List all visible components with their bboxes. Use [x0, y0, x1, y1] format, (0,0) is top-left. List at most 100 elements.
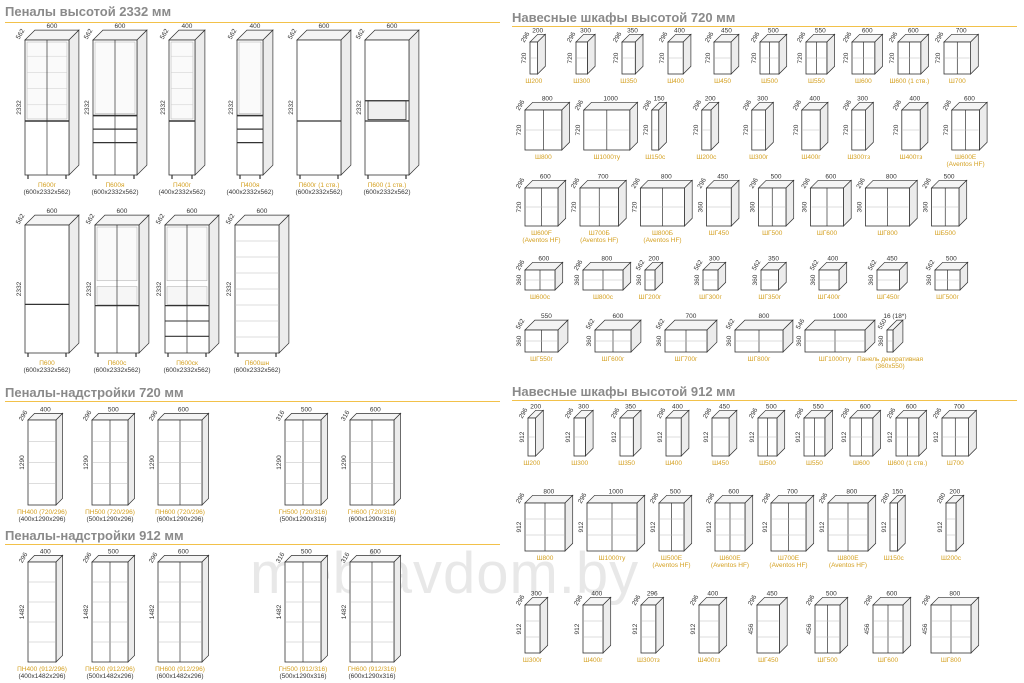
cabinet-side — [655, 596, 664, 654]
dim-width: 600 — [257, 208, 268, 215]
dim-depth: 316 — [275, 551, 287, 564]
item-code: Ш800 — [537, 555, 554, 562]
cabinet-top — [524, 494, 574, 504]
cabinet-side — [968, 409, 977, 457]
dim-height: 720 — [521, 52, 528, 63]
cabinet-side — [340, 29, 352, 176]
dim-height: 360 — [750, 201, 757, 212]
cabinet-front — [27, 561, 57, 663]
dim-depth: 562 — [15, 28, 27, 41]
cabinet-side — [278, 214, 290, 354]
item-code: ШГ350г — [758, 294, 781, 301]
dim-height: 360 — [636, 274, 643, 285]
item-code: Ш800с — [593, 294, 614, 301]
dim-depth: 562 — [809, 259, 821, 272]
dim-height: 720 — [843, 52, 850, 63]
dim-width: 800 — [846, 488, 857, 495]
dim-width: 500 — [771, 173, 782, 180]
dim-height: 720 — [632, 201, 639, 212]
dim-height: 1290 — [276, 455, 283, 470]
cabinet-side — [557, 179, 567, 227]
dim-depth: 296 — [942, 99, 954, 112]
section-rule-top-912 — [5, 544, 500, 545]
cabinet-side — [632, 409, 642, 457]
dim-height: 720 — [935, 52, 942, 63]
dim-width: 450 — [721, 27, 732, 34]
dim-depth: 316 — [340, 409, 352, 422]
dim-depth: 280 — [880, 492, 892, 505]
dim-width: 500 — [670, 488, 681, 495]
item-code: Ш550 — [808, 78, 825, 85]
dim-depth: 296 — [696, 177, 708, 190]
dim-width: 600 — [117, 208, 128, 215]
cabinet-side — [897, 494, 906, 552]
dim-depth: 316 — [340, 551, 352, 564]
dim-depth: 296 — [842, 99, 854, 112]
item-size: (600x2332x562) — [164, 367, 211, 374]
dim-height: 2332 — [84, 100, 91, 115]
dim-height: 1482 — [276, 604, 283, 619]
item-code: Ш300 — [571, 460, 588, 467]
item-code: Ш300 — [573, 78, 590, 85]
dim-width: 296 — [647, 590, 658, 597]
dim-height: 360 — [802, 201, 809, 212]
cabinet-top — [284, 413, 329, 421]
dim-width: 300 — [757, 95, 768, 102]
dim-width: 300 — [857, 95, 868, 102]
item-code: ГН500 (912/316) — [279, 666, 328, 673]
dim-height: 2332 — [16, 100, 23, 115]
cabinet-side — [970, 596, 980, 654]
cabinet-top — [930, 596, 980, 606]
item-sub: (Aventos HF) — [711, 562, 749, 569]
cabinet-top — [864, 179, 919, 189]
dim-height: 360 — [694, 274, 701, 285]
dim-height: 2332 — [86, 281, 93, 296]
item-size: (600x1290x316) — [349, 673, 396, 680]
item-sub: (Aventos HF) — [652, 562, 690, 569]
dim-depth: 296 — [796, 31, 808, 44]
dim-width: 700 — [956, 27, 967, 34]
dim-width: 500 — [768, 27, 779, 34]
item-code: П600ск — [176, 360, 198, 367]
dim-depth: 296 — [518, 407, 530, 420]
dim-height: 720 — [751, 52, 758, 63]
cabinet-side — [629, 101, 638, 151]
dim-width: 200 — [530, 403, 541, 410]
dim-depth: 562 — [751, 259, 763, 272]
dim-depth: 296 — [792, 99, 804, 112]
cabinet-side — [979, 101, 988, 151]
dim-width: 600 — [178, 548, 189, 555]
dim-depth: 562 — [693, 259, 705, 272]
dim-depth: 296 — [18, 409, 30, 422]
dim-height: 360 — [698, 201, 705, 212]
dim-height: 720 — [797, 52, 804, 63]
item-size: (600x2332x562) — [92, 189, 139, 196]
dim-height: 360 — [752, 274, 759, 285]
item-code: ШГ450 — [709, 230, 730, 237]
item-code: ПН400 (912/296) — [17, 666, 67, 673]
dim-height: 1482 — [341, 604, 348, 619]
item-code: Ш200 — [525, 78, 542, 85]
dim-width: 600 — [387, 23, 398, 30]
cabinet-side — [208, 214, 220, 354]
dim-height: 912 — [574, 623, 581, 634]
cabinet-side — [785, 179, 795, 227]
item-code: Ш450 — [714, 78, 731, 85]
dim-depth: 562 — [225, 213, 237, 226]
cabinet-side — [408, 29, 420, 176]
dim-height: 912 — [611, 431, 618, 442]
item-code: Ш600 (1 ств.) — [887, 460, 927, 467]
